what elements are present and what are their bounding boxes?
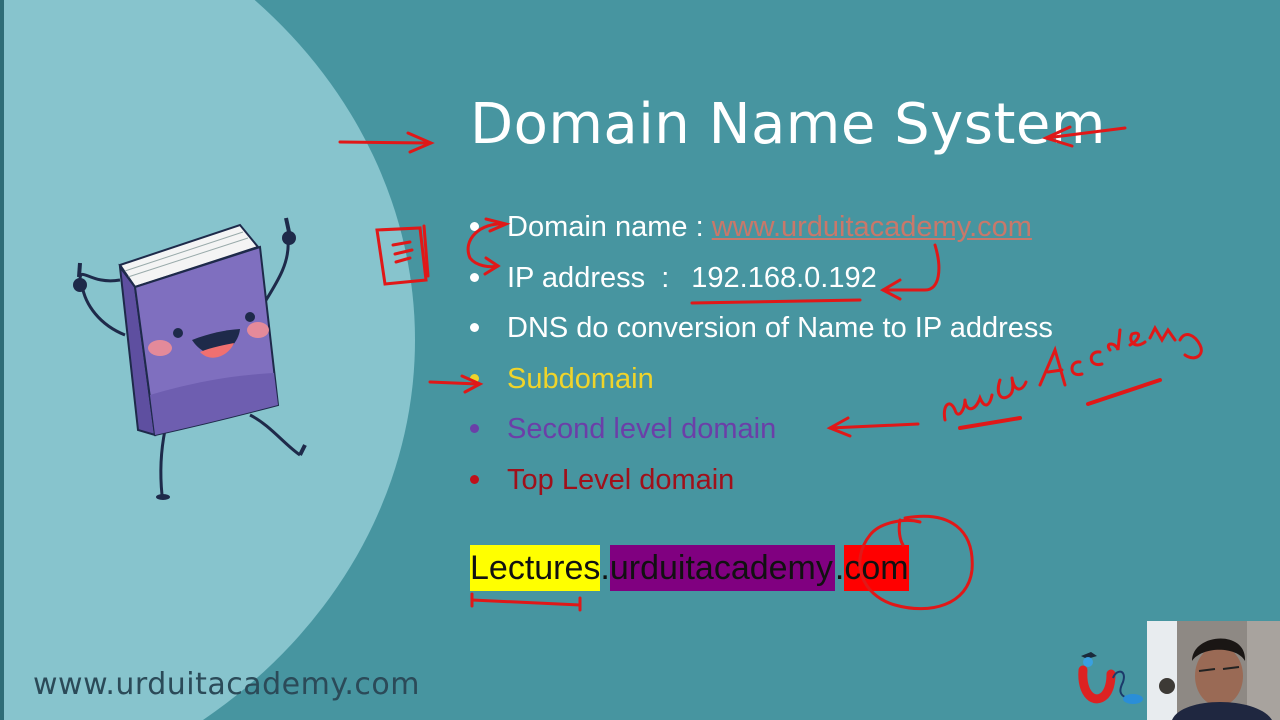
bullet-dns-conversion: DNS do conversion of Name to IP address [470, 306, 1053, 357]
bullet-label: Domain name : [507, 211, 704, 243]
ip-value: 192.168.0.192 [691, 261, 877, 294]
example-domain: Lectures.urduitacademy.com [470, 545, 909, 591]
dot-separator: . [834, 549, 845, 587]
bullet-domain-name: Domain name : www.urduitacademy.com [470, 205, 1053, 256]
top-level-segment: com [844, 545, 909, 591]
bullet-dot [470, 474, 479, 484]
bullet-label: Subdomain [507, 362, 654, 395]
left-edge [0, 0, 4, 720]
bullet-dot [470, 323, 479, 332]
bullet-label: Top Level domain [507, 463, 735, 496]
dot-separator: . [600, 549, 610, 587]
bullet-dot [470, 272, 479, 282]
bullet-label: IP address : [507, 261, 670, 294]
bullet-subdomain: Subdomain [470, 357, 1053, 408]
bullet-dot [470, 222, 479, 231]
bullet-list: Domain name : www.urduitacademy.com IP a… [470, 205, 1053, 508]
bullet-ip-address: IP address : 192.168.0.192 [470, 256, 1053, 307]
presenter-photo [1147, 621, 1280, 720]
bullet-second-level: Second level domain [470, 407, 1053, 458]
slide-title: Domain Name System [470, 92, 1106, 157]
bullet-dot [470, 373, 479, 383]
bullet-label: DNS do conversion of Name to IP address [507, 312, 1053, 344]
footer-url: www.urduitacademy.com [33, 667, 420, 702]
book-character-icon [73, 217, 307, 500]
bullet-top-level: Top Level domain [470, 458, 1053, 509]
bullet-label: Second level domain [507, 413, 777, 445]
urduit-logo-icon [1078, 652, 1143, 704]
bullet-dot [470, 424, 479, 433]
presenter-webcam [1147, 621, 1280, 720]
subdomain-segment: Lectures [470, 545, 601, 591]
domain-link[interactable]: www.urduitacademy.com [711, 211, 1032, 243]
second-level-segment: urduitacademy [609, 545, 835, 591]
